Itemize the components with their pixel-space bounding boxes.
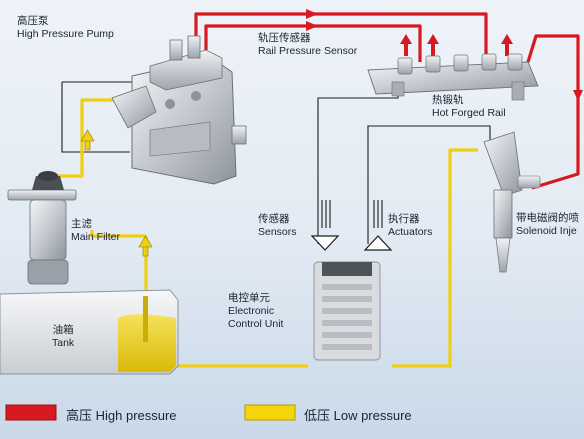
- flow-arrows: [80, 9, 583, 257]
- sensors-label-zh: 传感器: [258, 213, 290, 225]
- high-pressure-pump: [111, 35, 247, 185]
- solenoid-injector: [483, 131, 541, 273]
- signal-triangle-up-icon: [363, 235, 393, 251]
- legend-high-swatch: [5, 404, 57, 421]
- signal-lines: [61, 81, 491, 244]
- flow-arrow-up-icon: [400, 34, 412, 56]
- pump-label-en: High Pressure Pump: [17, 28, 114, 40]
- legend-low-swatch: [244, 404, 296, 421]
- flow-arrow-up-icon: [501, 34, 513, 56]
- flow-arrow-right-icon: [306, 21, 318, 31]
- flow-arrow-down-icon: [573, 90, 583, 101]
- hot-forged-rail: [367, 53, 539, 101]
- main-filter: [7, 171, 77, 285]
- main-filter-label-zh: 主滤: [71, 218, 92, 230]
- pump-label-zh: 高压泵: [17, 15, 49, 27]
- high-line-injector-feed: [531, 104, 580, 190]
- low-line-return-2: [392, 148, 478, 368]
- tank-label-en: Tank: [52, 337, 75, 349]
- forged-rail-label-zh: 热锻轨: [432, 94, 464, 106]
- main-filter-label-en: Main Filter: [71, 231, 121, 243]
- signal-line-pump: [61, 82, 130, 153]
- injector-label: 带电磁阀的喷 Solenoid Inje: [516, 212, 579, 238]
- fuel-tank: [0, 289, 179, 375]
- high-line-pump-to-rail: [194, 12, 488, 62]
- legend-high-label: 高压 High pressure: [66, 408, 177, 423]
- ecu-label-en2: Control Unit: [228, 318, 284, 330]
- sensors-label-en: Sensors: [258, 226, 297, 238]
- ecu-label-zh: 电控单元: [228, 292, 270, 304]
- rail-sensor-label: 轨压传感器 Rail Pressure Sensor: [258, 32, 357, 58]
- ecu-label-en1: Electronic: [228, 305, 275, 317]
- forged-rail-label: 热锻轨 Hot Forged Rail: [432, 94, 506, 120]
- signal-triangle-down-icon: [310, 235, 340, 251]
- flow-arrow-up-icon: [80, 129, 95, 151]
- flow-arrow-right-icon: [306, 9, 318, 19]
- low-line-tank-feed: [90, 230, 146, 238]
- tank-label-zh: 油箱: [52, 324, 74, 336]
- signal-line-injector: [367, 125, 491, 244]
- sensors-label: 传感器 Sensors: [258, 213, 297, 239]
- flow-arrow-up-icon: [427, 34, 439, 56]
- tank-label: 油箱 Tank: [52, 324, 74, 350]
- injector-label-zh: 带电磁阀的喷: [516, 212, 579, 224]
- rail-sensor-label-zh: 轨压传感器: [258, 32, 311, 44]
- main-filter-label: 主滤 Main Filter: [71, 218, 120, 244]
- flow-arrow-up-icon: [138, 235, 153, 257]
- pump-label: 高压泵 High Pressure Pump: [17, 15, 114, 41]
- legend-low-label: 低压 Low pressure: [304, 408, 412, 423]
- ecu-label: 电控单元 Electronic Control Unit: [228, 292, 283, 331]
- forged-rail-label-en: Hot Forged Rail: [432, 107, 506, 119]
- rail-sensor-label-en: Rail Pressure Sensor: [258, 45, 358, 57]
- electronic-control-unit: [313, 261, 381, 361]
- injector-label-en: Solenoid Inje: [516, 225, 577, 237]
- actuators-label-en: Actuators: [388, 226, 433, 238]
- high-pressure-lines: [194, 12, 580, 190]
- high-line-rail-to-injector: [526, 34, 580, 104]
- actuators-label-zh: 执行器: [388, 213, 420, 225]
- actuators-label: 执行器 Actuators: [388, 213, 432, 239]
